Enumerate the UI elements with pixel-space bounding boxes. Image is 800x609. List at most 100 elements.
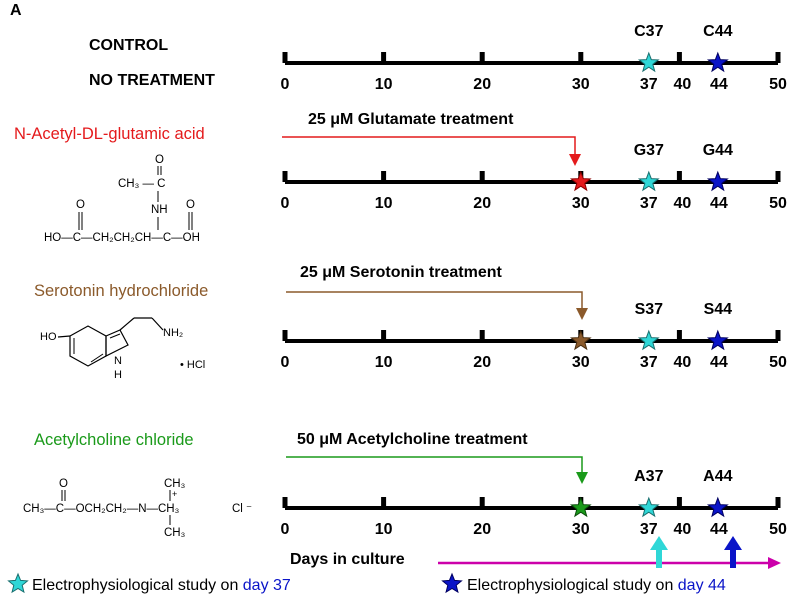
acetylcholine-tick-label-44: 44 — [710, 521, 728, 538]
acetylcholine-day44-star-icon — [706, 496, 729, 518]
acetylcholine-treatment-label: 50 μM Acetylcholine treatment — [297, 431, 528, 448]
glutamate-tick-50 — [775, 171, 781, 182]
day44-up-arrow — [724, 536, 742, 568]
panel-letter: A — [10, 2, 22, 19]
control-tick-label-30: 30 — [572, 76, 590, 93]
control-tick-40 — [676, 52, 682, 63]
acetylcholine-structure: O CH₃—C—OCH₂CH₂—N—CH₃ + CH₃ CH₃ Cl ⁻ — [23, 478, 252, 539]
acetylcholine-tick-20 — [479, 497, 485, 508]
no-treatment-label: NO TREATMENT — [89, 72, 215, 89]
control-tick-label-37: 37 — [640, 76, 658, 93]
acetylcholine-marker-label-44: A44 — [703, 468, 732, 485]
acetylcholine-bottom-methyl: CH₃ — [164, 527, 186, 539]
legend-day44: Electrophysiological study on day 44 — [467, 577, 726, 595]
glutamate-nh: NH — [151, 204, 168, 216]
glutamate-tick-label-40: 40 — [674, 195, 692, 212]
legend-day44-day: day 44 — [677, 577, 726, 594]
serotonin-tick-40 — [676, 330, 682, 341]
serotonin-tick-10 — [381, 330, 387, 341]
glutamate-chain: HO—C—CH₂CH₂CH—C—OH — [44, 232, 200, 244]
legend-day37-day: day 37 — [242, 577, 291, 594]
glutamate-tick-10 — [381, 171, 387, 182]
control-label: CONTROL — [89, 37, 169, 54]
glutamate-compound-name: N-Acetyl-DL-glutamic acid — [14, 125, 205, 143]
glutamate-tick-label-0: 0 — [281, 195, 290, 212]
glutamate-tick-40 — [676, 171, 682, 182]
control-day37-star-icon — [637, 51, 660, 73]
glutamate-day44-star-icon — [706, 170, 729, 192]
serotonin-day37-star-icon — [637, 329, 660, 351]
serotonin-treatment-arrow — [286, 291, 588, 320]
control-day44-star-icon — [706, 51, 729, 73]
serotonin-tick-label-10: 10 — [375, 354, 393, 371]
serotonin-tick-label-30: 30 — [572, 354, 590, 371]
glutamate-marker-label-44: G44 — [703, 142, 733, 159]
control-tick-30 — [578, 52, 584, 63]
glutamate-tick-label-44: 44 — [710, 195, 728, 212]
acetylcholine-chloride: Cl ⁻ — [232, 503, 252, 515]
days-in-culture-label: Days in culture — [290, 551, 405, 568]
glutamate-right-oxygen: O — [186, 199, 195, 211]
glutamate-tick-label-37: 37 — [640, 195, 658, 212]
acetylcholine-tick-50 — [775, 497, 781, 508]
control-tick-label-50: 50 — [769, 76, 787, 93]
serotonin-tick-label-20: 20 — [473, 354, 491, 371]
control-tick-label-44: 44 — [710, 76, 728, 93]
glutamate-left-oxygen: O — [76, 199, 85, 211]
control-marker-label-37: C37 — [634, 23, 663, 40]
glutamate-tick-0 — [282, 171, 288, 182]
acetylcholine-tick-label-10: 10 — [375, 521, 393, 538]
serotonin-tick-label-40: 40 — [674, 354, 692, 371]
serotonin-compound-name: Serotonin hydrochloride — [34, 282, 209, 300]
acetylcholine-day37-star-icon — [637, 496, 660, 518]
glutamate-acetyl-oxygen: O — [155, 154, 164, 166]
acetylcholine-treatment-arrow — [286, 456, 588, 484]
glutamate-treatment-star-icon — [569, 170, 592, 192]
acetylcholine-top-methyl: CH₃ — [164, 478, 186, 490]
serotonin-treatment-label: 25 μM Serotonin treatment — [300, 264, 502, 281]
acetylcholine-formula: CH₃—C—OCH₂CH₂—N—CH₃ — [23, 503, 180, 515]
days-in-culture-arrow — [438, 557, 781, 569]
acetylcholine-compound-name: Acetylcholine chloride — [34, 431, 194, 449]
glutamate-treatment-arrow — [282, 136, 581, 166]
control-tick-50 — [775, 52, 781, 63]
serotonin-indole-h: H — [114, 369, 122, 381]
acetylcholine-tick-40 — [676, 497, 682, 508]
legend-cyan-star-icon — [7, 572, 29, 594]
legend-day44-text: Electrophysiological study on — [467, 577, 678, 594]
acetylcholine-tick-0 — [282, 497, 288, 508]
serotonin-tick-label-0: 0 — [281, 354, 290, 371]
glutamate-day37-star-icon — [637, 170, 660, 192]
day37-up-arrow — [650, 536, 668, 568]
serotonin-tick-label-44: 44 — [710, 354, 728, 371]
serotonin-tick-0 — [282, 330, 288, 341]
legend-blue-star-icon — [441, 572, 463, 594]
control-tick-20 — [479, 52, 485, 63]
serotonin-indole-n: N — [114, 355, 122, 367]
serotonin-hcl: • HCl — [180, 359, 205, 371]
acetylcholine-tick-label-40: 40 — [674, 521, 692, 538]
serotonin-treatment-star-icon — [569, 329, 592, 351]
control-tick-label-20: 20 — [473, 76, 491, 93]
serotonin-day44-star-icon — [706, 329, 729, 351]
glutamate-tick-label-20: 20 — [473, 195, 491, 212]
acetylcholine-treatment-star-icon — [569, 496, 592, 518]
glutamate-tick-20 — [479, 171, 485, 182]
acetylcholine-tick-label-30: 30 — [572, 521, 590, 538]
acetylcholine-tick-10 — [381, 497, 387, 508]
glutamate-treatment-label: 25 μM Glutamate treatment — [308, 111, 514, 128]
acetylcholine-charge: + — [172, 489, 177, 499]
glutamate-tick-label-50: 50 — [769, 195, 787, 212]
control-tick-label-10: 10 — [375, 76, 393, 93]
acetylcholine-tick-label-20: 20 — [473, 521, 491, 538]
glutamate-structure: O CH₃ — C NH HO—C—CH₂CH₂CH—C—OH O O — [44, 154, 200, 244]
acetylcholine-tick-label-37: 37 — [640, 521, 658, 538]
control-tick-label-0: 0 — [281, 76, 290, 93]
serotonin-nh2: NH₂ — [163, 327, 183, 339]
serotonin-ho: HO — [40, 331, 57, 343]
acetylcholine-marker-label-37: A37 — [634, 468, 663, 485]
serotonin-structure: HO NH₂ N H • HCl — [40, 317, 205, 381]
control-tick-10 — [381, 52, 387, 63]
legend-day37: Electrophysiological study on day 37 — [32, 577, 291, 595]
